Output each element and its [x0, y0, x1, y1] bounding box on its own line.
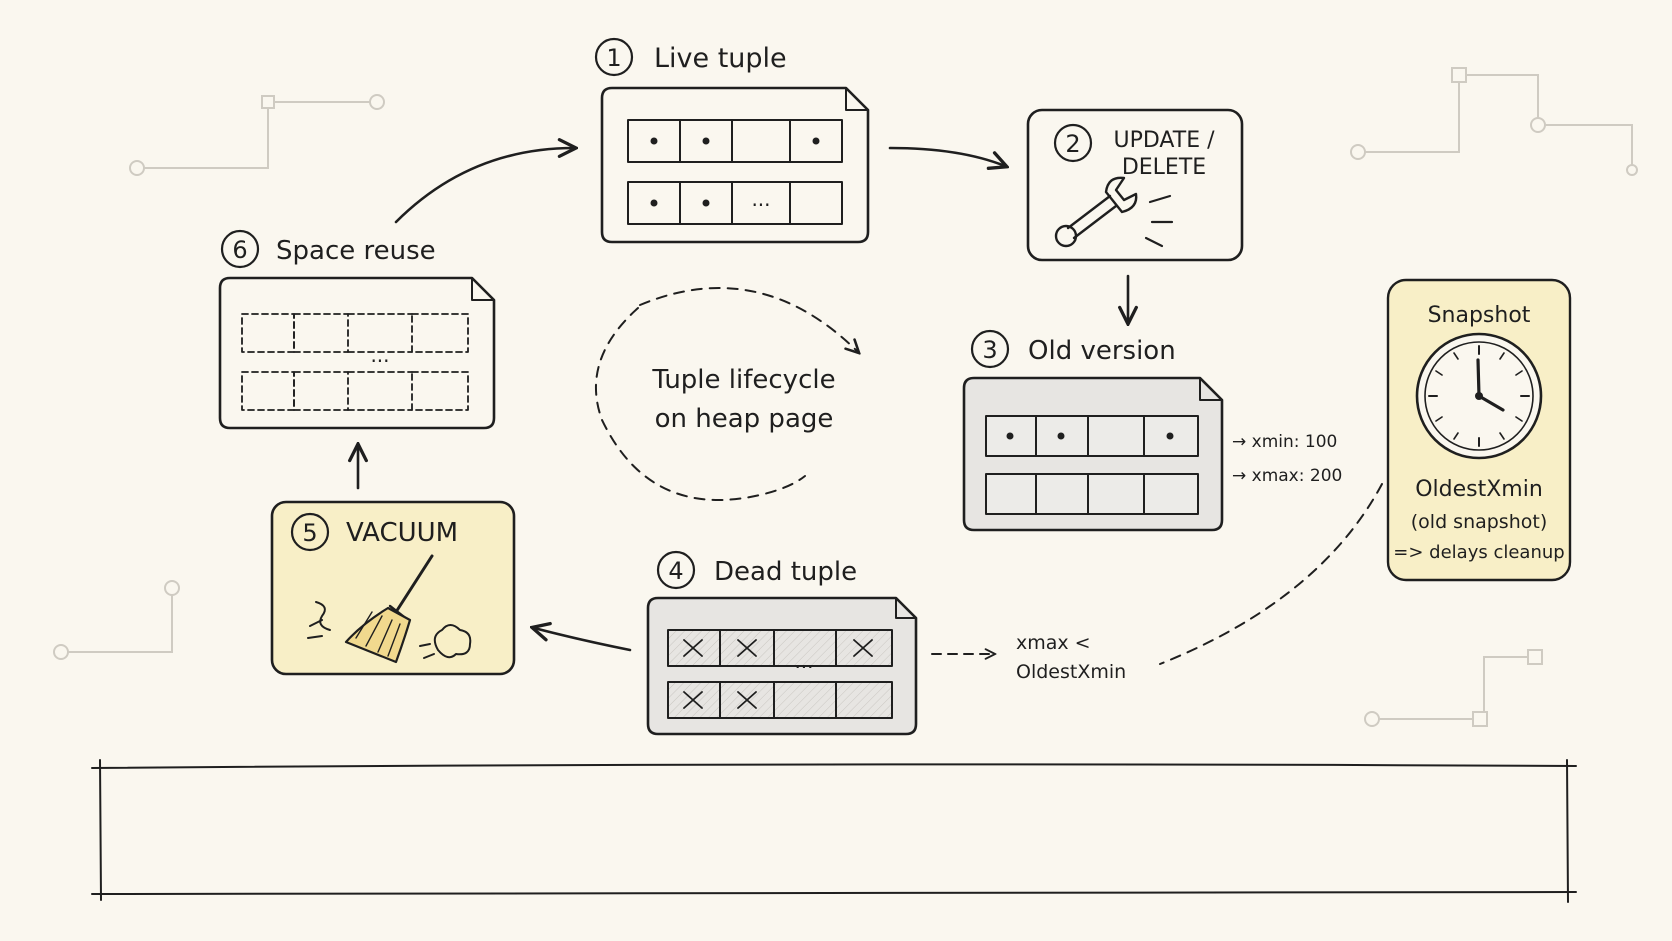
snapshot-line3: => delays cleanup — [1393, 542, 1564, 563]
step-label-line1: UPDATE / — [1113, 128, 1215, 153]
snapshot-title: Snapshot — [1428, 303, 1531, 328]
condition-line2: OldestXmin — [1016, 661, 1126, 683]
condition-line1: xmax < — [1016, 632, 1091, 654]
step-dead-tuple: 4 Dead tuple ... — [646, 550, 918, 736]
cell-ellipsis: ... — [794, 649, 813, 673]
snapshot-condition-link — [1159, 483, 1383, 665]
step-number: 6 — [232, 236, 247, 264]
lifecycle-cycle: Tuple lifecycle on heap page — [595, 287, 858, 501]
snapshot-line1: OldestXmin — [1415, 477, 1543, 502]
clock-icon — [1415, 332, 1543, 460]
broom-icon — [307, 554, 472, 664]
step-space-reuse: 6 Space reuse ... — [218, 229, 496, 430]
decorative-circuit-traces — [53, 67, 1638, 727]
step-number: 2 — [1065, 130, 1080, 158]
xmax-annotation: → xmax: 200 — [1232, 466, 1342, 486]
snapshot-line2: (old snapshot) — [1411, 511, 1548, 533]
step-number: 5 — [302, 519, 317, 547]
step-live-tuple: 1 Live tuple ... — [594, 37, 870, 244]
snapshot-panel: Snapshot OldestXmin (old snapshot) => de… — [1386, 278, 1572, 582]
step-old-version: 3 Old version → xmin: 100 → xmax: 200 — [962, 329, 1342, 532]
center-label-line1: Tuple lifecycle — [651, 365, 835, 395]
step-label: Old version — [1028, 336, 1176, 366]
arrow-dead-to-vacuum — [534, 628, 632, 652]
step-vacuum: 5 VACUUM — [270, 500, 516, 676]
center-label-line2: on heap page — [655, 404, 834, 434]
step-label-line2: DELETE — [1122, 155, 1206, 180]
step-label: VACUUM — [346, 518, 458, 548]
step-number: 4 — [668, 557, 683, 585]
step-label: Dead tuple — [714, 557, 857, 587]
vacuum-condition: xmax < OldestXmin — [1016, 632, 1126, 683]
arrow-reuse-to-live — [394, 148, 574, 224]
cell-ellipsis: ... — [370, 343, 389, 367]
arrow-live-to-update — [888, 146, 1005, 166]
cell-ellipsis: ... — [751, 187, 770, 211]
step-number: 3 — [982, 336, 997, 364]
wrench-icon — [1054, 176, 1174, 248]
bottom-empty-panel — [91, 759, 1577, 903]
step-number: 1 — [606, 44, 621, 72]
step-label: Live tuple — [654, 43, 787, 74]
step-label: Space reuse — [276, 236, 436, 266]
step-update-delete: 2 UPDATE / DELETE — [1026, 108, 1244, 262]
xmin-annotation: → xmin: 100 — [1232, 432, 1337, 452]
